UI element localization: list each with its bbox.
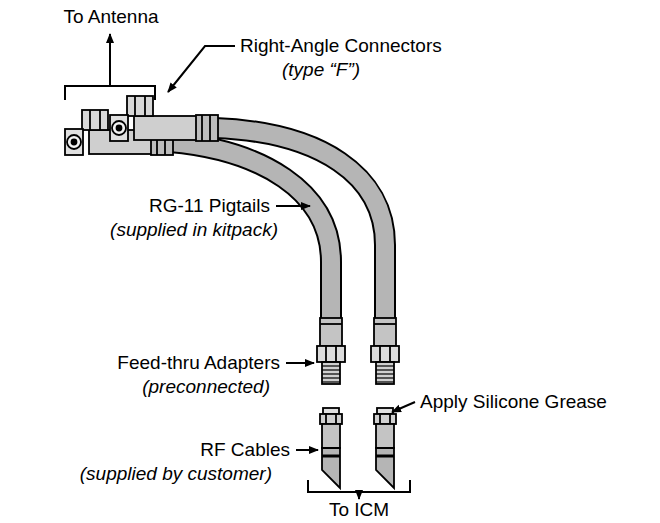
leader-arrow-part — [276, 205, 310, 207]
feed-thru-adapter-part — [374, 318, 396, 346]
callout-label: To ICM — [329, 499, 389, 521]
feed-thru-adapter-part — [376, 362, 394, 384]
right-angle-connector-part — [89, 110, 91, 130]
right-angle-connector-part — [67, 135, 81, 149]
right-angle-connector-part — [72, 140, 77, 145]
icm-bracket-part — [358, 492, 360, 499]
rf-cable-part — [335, 414, 337, 424]
right-angle-connector-part — [134, 116, 200, 140]
feed-thru-adapter-part — [371, 346, 399, 362]
feed-thru-adapter-part — [322, 362, 340, 384]
callout-label: Feed-thru Adapters — [117, 352, 280, 374]
rf-cable-part — [322, 424, 340, 448]
rf-cable — [320, 408, 342, 488]
callout-label: Right-Angle Connectors — [240, 35, 442, 57]
rf-cable — [374, 408, 396, 488]
rf-cable-part — [374, 414, 396, 424]
feed-thru-adapter-part — [374, 323, 396, 325]
rf-cable-part — [322, 455, 340, 458]
right-angle-connector-part — [65, 129, 83, 155]
callout-label: To Antenna — [63, 6, 158, 28]
icm-bracket-part — [308, 480, 410, 492]
feed-thru-adapter-part — [335, 346, 337, 362]
callout-label: (supplied in kitpack) — [110, 219, 278, 241]
rf-cable-part — [376, 455, 394, 458]
rf-cable-part — [322, 448, 340, 488]
icm-bracket — [308, 480, 410, 499]
callout-label: (type “F”) — [282, 59, 360, 81]
callout-label: (preconnected) — [142, 376, 270, 398]
rf-cable-part — [325, 414, 327, 424]
right-angle-connector-part — [127, 96, 153, 116]
right-angle-connector-part — [144, 96, 146, 116]
antenna-bracket-part — [109, 34, 111, 86]
right-angle-connector-part — [201, 115, 203, 141]
right-angle-connector-part — [110, 115, 128, 141]
feed-thru-adapter-part — [317, 346, 345, 362]
feed-thru-adapter-part — [320, 318, 342, 346]
right-angle-connector-part — [196, 115, 218, 141]
leader-arrow-part — [296, 449, 318, 451]
right-angle-connector-part — [99, 110, 101, 130]
right-angle-connector-part — [82, 110, 108, 130]
feed-thru-adapter — [371, 318, 399, 384]
right-angle-connector-part — [117, 126, 122, 131]
callout-label: (supplied by customer) — [80, 463, 272, 485]
feed-thru-adapter-part — [320, 323, 342, 325]
rf-cable-part — [376, 424, 394, 448]
feed-thru-adapter — [317, 318, 345, 384]
leader-arrow-part — [392, 402, 415, 412]
rf-cable-part — [379, 414, 381, 424]
callout-label: Apply Silicone Grease — [420, 391, 607, 413]
feed-thru-adapter-part — [389, 346, 391, 362]
right-angle-connector-part — [209, 115, 211, 141]
callout-label: RG-11 Pigtails — [149, 195, 270, 217]
leader-arrow-part — [286, 362, 314, 364]
right-angle-connector-part — [134, 96, 136, 116]
rf-cable-part — [389, 414, 391, 424]
rf-cable-part — [320, 414, 342, 424]
right-angle-connector-part — [112, 121, 126, 135]
antenna-bracket — [65, 34, 155, 100]
callout-label: RF Cables — [200, 439, 290, 461]
rf-cable-part — [376, 448, 394, 488]
right-angle-connector — [110, 96, 218, 141]
leader-arrow-part — [168, 46, 235, 92]
feed-thru-adapter-part — [325, 346, 327, 362]
feed-thru-adapter-part — [379, 346, 381, 362]
